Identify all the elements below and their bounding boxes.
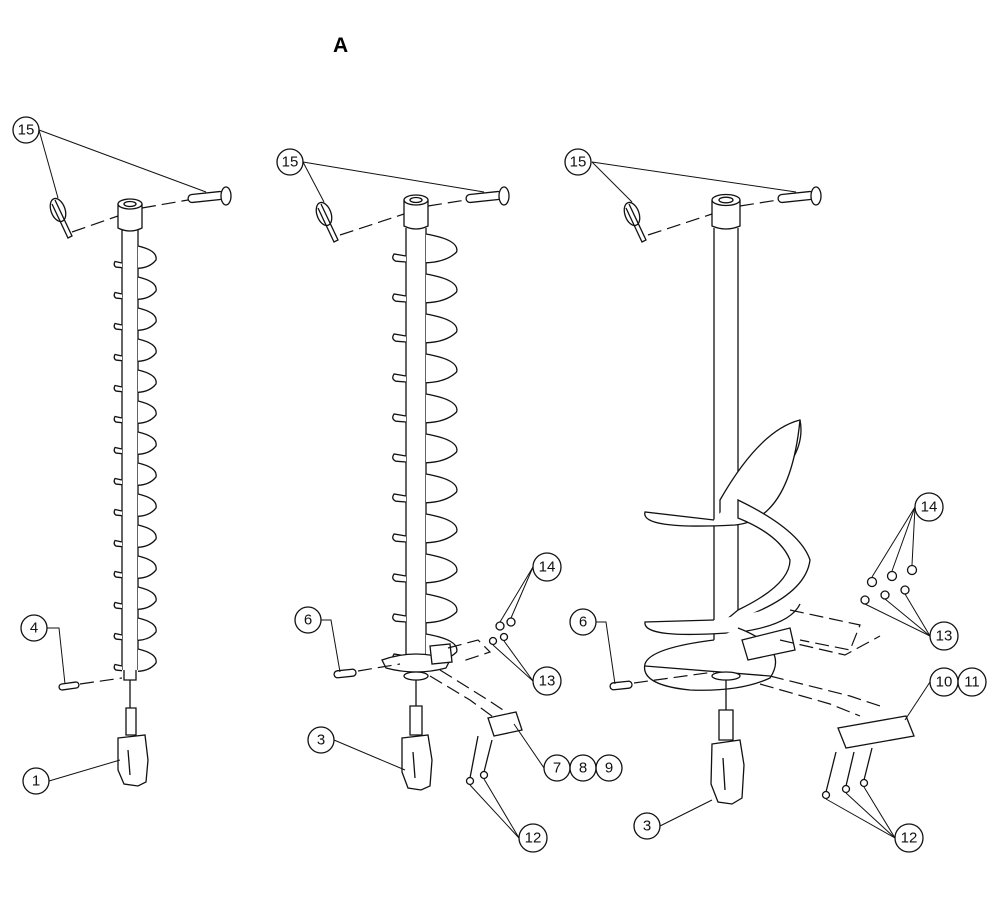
callout-label: 9 <box>605 760 613 777</box>
flight-turn <box>392 553 458 584</box>
flight-turn <box>113 586 157 610</box>
callout-label: 1 <box>32 773 40 790</box>
flight-turn <box>113 307 157 331</box>
callout-label: 13 <box>936 628 953 645</box>
callout-label: 4 <box>30 620 38 637</box>
callout-8: 8 <box>569 754 597 782</box>
flight-turn <box>113 245 157 269</box>
callout-6: 6 <box>294 606 322 634</box>
flight-turn <box>113 462 157 486</box>
flight-turn <box>392 393 458 424</box>
flight-turn <box>113 617 157 641</box>
callout-9: 9 <box>595 754 623 782</box>
flight-turn <box>113 369 157 393</box>
callout-label: 14 <box>921 499 938 516</box>
callout-15: 15 <box>12 116 40 144</box>
flight-turn <box>392 593 458 624</box>
callout-label: 14 <box>539 559 556 576</box>
auger-medium <box>333 194 523 786</box>
leader-lines <box>38 129 931 839</box>
callout-label: 7 <box>553 760 561 777</box>
flight-turn <box>113 524 157 548</box>
auger-bit <box>710 739 745 805</box>
callout-7: 7 <box>543 754 571 782</box>
callout-label: 8 <box>579 760 587 777</box>
callout-label: 11 <box>964 674 980 691</box>
callout-1: 1 <box>22 767 50 795</box>
callout-14: 14 <box>914 492 944 522</box>
auger-large <box>609 193 918 800</box>
callout-label: 15 <box>282 154 299 171</box>
callout-15: 15 <box>276 148 304 176</box>
callout-label: 12 <box>901 830 918 847</box>
callout-label: 3 <box>643 818 651 835</box>
callout-10: 10 <box>929 667 959 697</box>
callout-label: 10 <box>936 674 953 691</box>
flight-turn <box>392 513 458 544</box>
callout-label: 3 <box>317 732 325 749</box>
flight-turn <box>392 473 458 504</box>
callout-label: 15 <box>18 122 35 139</box>
callout-label: 6 <box>579 614 587 631</box>
flight-turn <box>113 276 157 300</box>
flight-turn <box>392 433 458 464</box>
callout-4: 4 <box>20 614 48 642</box>
flight-turn <box>392 353 458 384</box>
auger-flighting <box>392 233 458 664</box>
flight-turn <box>113 493 157 517</box>
auger-flighting <box>113 245 157 672</box>
callout-12: 12 <box>894 823 924 853</box>
page-title: A <box>333 34 349 57</box>
callout-14: 14 <box>532 552 562 582</box>
flight-turn <box>392 313 458 344</box>
auger-bit <box>401 734 433 791</box>
clip-pin-assembly <box>623 186 822 243</box>
callout-6: 6 <box>569 608 597 636</box>
callout-13: 13 <box>929 621 959 651</box>
callout-3: 3 <box>307 726 335 754</box>
flight-turn <box>113 400 157 424</box>
callout-13: 13 <box>532 666 562 696</box>
callout-label: 6 <box>304 612 312 629</box>
callout-label: 15 <box>570 154 587 171</box>
callout-label: 12 <box>525 830 542 847</box>
auger-small <box>58 198 157 736</box>
callout-3: 3 <box>633 812 661 840</box>
callout-15: 15 <box>564 148 592 176</box>
flight-turn <box>113 431 157 455</box>
callout-11: 11 <box>957 667 987 697</box>
flight-turn <box>113 338 157 362</box>
auger-bit <box>117 734 149 787</box>
clip-pin-assembly <box>49 186 232 239</box>
callout-12: 12 <box>518 823 548 853</box>
callout-label: 13 <box>539 673 556 690</box>
flight-turn <box>392 273 458 304</box>
flight-turn <box>113 648 157 672</box>
clip-pin-assembly <box>315 186 510 243</box>
flight-turn <box>113 555 157 579</box>
flight-turn <box>392 233 458 264</box>
